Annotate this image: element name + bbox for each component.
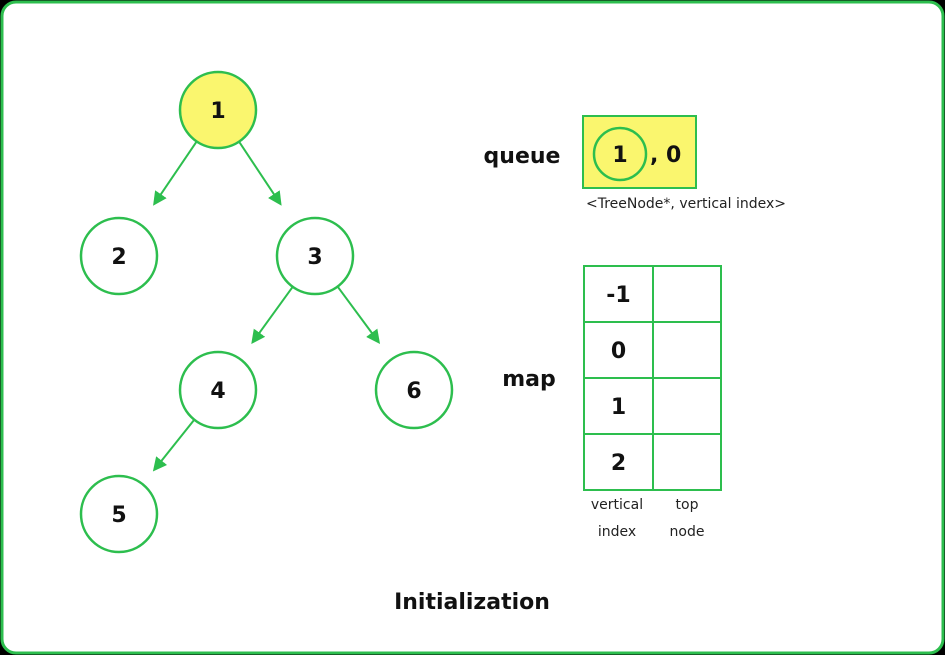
tree-node: 4 — [178, 350, 258, 430]
map-value-cell — [652, 377, 722, 435]
map-value-cell — [652, 265, 722, 323]
tree-node-circle — [178, 350, 258, 430]
tree-node-label: 2 — [111, 245, 126, 270]
map-col2-caption-line1: top — [676, 497, 699, 513]
tree-node-label: 5 — [111, 503, 126, 528]
queue-box — [582, 115, 697, 189]
map-key-cell — [583, 433, 654, 491]
tree-node-circle — [178, 70, 258, 150]
tree-node-circle — [79, 216, 159, 296]
map-key-label: 2 — [611, 451, 626, 476]
tree-node-circle — [275, 216, 355, 296]
map-col1-caption-line2: index — [598, 524, 636, 540]
tree-edge-n3-n6 — [335, 284, 381, 345]
queue-label: queue — [484, 144, 561, 169]
queue-node-circle — [592, 126, 648, 182]
tree-node: 5 — [79, 474, 159, 554]
tree-node-circle — [374, 350, 454, 430]
tree-node-label: 6 — [406, 379, 421, 404]
tree-node-circle — [79, 474, 159, 554]
tree-node: 6 — [374, 350, 454, 430]
map-key-label: 1 — [611, 395, 626, 420]
map-key-label: 0 — [611, 339, 626, 364]
tree-edge-n1-n2 — [153, 139, 199, 206]
tree-node: 2 — [79, 216, 159, 296]
tree-node-label: 3 — [307, 245, 322, 270]
tree-edge-n3-n4 — [251, 284, 295, 345]
map-table: -1 0 1 2 — [583, 265, 722, 491]
tree-node: 1 — [178, 70, 258, 150]
map-col2-caption-line2: node — [670, 524, 705, 540]
tree-edge-n4-n5 — [152, 417, 197, 472]
queue-caption: <TreeNode*, vertical index> — [586, 196, 786, 212]
map-value-cell — [652, 433, 722, 491]
map-label: map — [502, 367, 556, 392]
map-col1-caption-line1: vertical — [591, 497, 643, 513]
tree-node-label: 1 — [210, 99, 225, 124]
map-key-label: -1 — [606, 283, 630, 308]
map-key-cell — [583, 377, 654, 435]
map-value-cell — [652, 321, 722, 379]
tree-node: 3 — [275, 216, 355, 296]
queue-index-value: , 0 — [650, 143, 681, 168]
tree-nodes: 1 2 3 4 6 5 — [79, 70, 454, 554]
tree-edges — [152, 139, 381, 472]
diagram-title: Initialization — [394, 590, 550, 615]
tree-node-label: 4 — [210, 379, 225, 404]
map-key-cell — [583, 321, 654, 379]
tree-edge-n1-n3 — [237, 139, 282, 206]
queue-node-value: 1 — [612, 143, 627, 168]
